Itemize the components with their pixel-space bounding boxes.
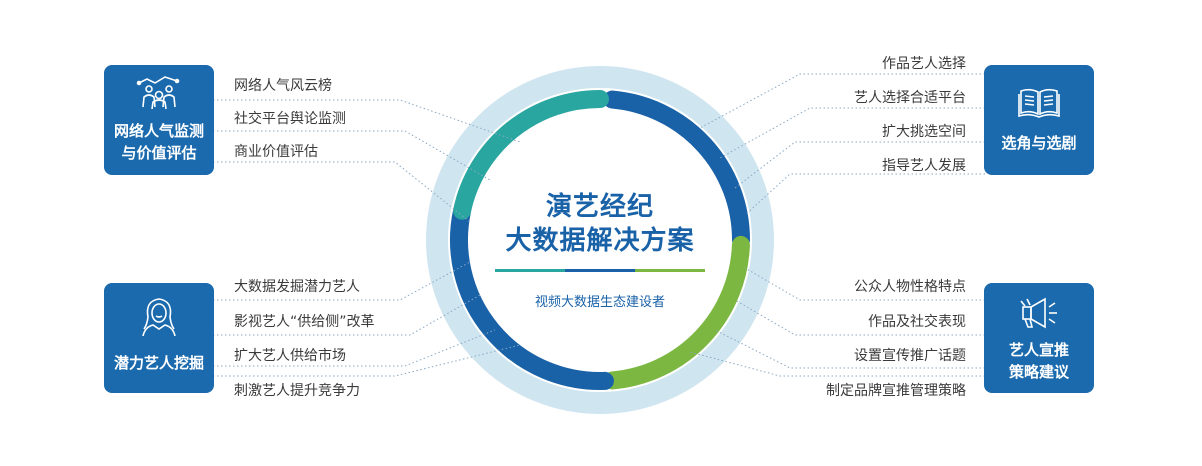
arc-group <box>450 90 750 390</box>
list-item-tr-3: 扩大挑选空间 <box>882 124 966 140</box>
connector-tr-3 <box>734 141 985 189</box>
arc-green-bottom <box>603 235 750 390</box>
list-item-tr-2: 艺人选择合适平台 <box>854 90 966 106</box>
connector-tr-1 <box>699 73 985 129</box>
connector-tl-2 <box>213 130 491 181</box>
list-item-tl-3: 商业价值评估 <box>234 144 318 160</box>
list-item-br-1: 公众人物性格特点 <box>854 279 966 295</box>
box-promotion-strategy[interactable]: 艺人宣推 策略建议 <box>984 283 1094 393</box>
artist-portrait-icon <box>142 298 176 337</box>
connector-bl-4 <box>213 344 521 377</box>
box-title: 潜力艺人挖掘 <box>113 354 204 372</box>
box-title-line2: 策略建议 <box>1008 363 1069 381</box>
connector-bl-1 <box>213 261 471 301</box>
underline-seg-teal <box>495 269 565 272</box>
underline-seg-green <box>635 269 705 272</box>
box-network-popularity[interactable]: 网络人气监测 与价值评估 <box>104 65 214 175</box>
connector-br-4 <box>689 351 985 377</box>
connector-bl-2 <box>213 294 481 336</box>
list-item-tl-1: 网络人气风云榜 <box>234 78 332 94</box>
connector-tr-4 <box>744 173 985 216</box>
arc-blue-right <box>603 90 750 249</box>
list-item-bl-1: 大数据发掘潜力艺人 <box>234 279 360 295</box>
center-title-line2: 大数据解决方案 <box>505 226 695 256</box>
megaphone-icon <box>1020 297 1057 329</box>
list-item-bl-3: 扩大艺人供给市场 <box>234 348 346 364</box>
box-casting[interactable]: 选角与选剧 <box>984 65 1094 175</box>
box-title-line1: 艺人宣推 <box>1008 341 1069 359</box>
list-item-bl-4: 刺激艺人提升竞争力 <box>234 383 360 399</box>
connector-br-1 <box>744 267 985 301</box>
center-subtitle: 视频大数据生态建设者 <box>534 295 665 310</box>
center-title-line1: 演艺经纪 <box>545 192 654 222</box>
list-item-br-3: 设置宣传推广话题 <box>854 348 966 364</box>
list-item-tl-2: 社交平台舆论监测 <box>234 111 346 127</box>
list-item-br-2: 作品及社交表现 <box>868 314 966 330</box>
network-people-icon <box>136 76 180 109</box>
book-icon <box>1018 88 1060 118</box>
center-title: 演艺经纪 大数据解决方案 <box>490 190 710 258</box>
underline-seg-blue <box>565 269 635 272</box>
list-item-bl-2: 影视艺人“供给侧”改革 <box>234 314 375 330</box>
center-underline <box>495 269 705 272</box>
list-item-tr-4: 指导艺人发展 <box>882 158 966 174</box>
box-title-line2: 与价值评估 <box>121 144 197 162</box>
outer-ring <box>426 66 774 414</box>
connector-br-2 <box>734 299 985 336</box>
list-item-tr-1: 作品艺人选择 <box>882 56 966 72</box>
connector-br-3 <box>714 329 985 369</box>
center-disc <box>468 108 732 372</box>
arc-teal-top-left <box>453 90 609 220</box>
box-potential-artists[interactable]: 潜力艺人挖掘 <box>104 283 214 393</box>
arc-blue-bottom-left <box>450 201 614 390</box>
list-item-br-4: 制定品牌宣推管理策略 <box>826 383 966 399</box>
box-title-line1: 网络人气监测 <box>113 122 204 140</box>
connector-bl-3 <box>213 329 496 367</box>
connectors <box>213 73 985 377</box>
connector-tl-3 <box>213 161 471 223</box>
box-title: 选角与选剧 <box>1001 134 1077 152</box>
